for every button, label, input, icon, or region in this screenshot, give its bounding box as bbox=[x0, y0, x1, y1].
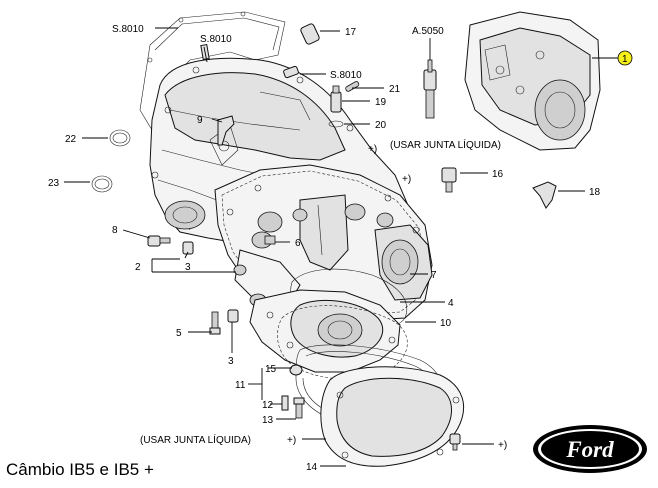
label-4: 4 bbox=[448, 298, 454, 309]
ford-logo-wordmark: Ford bbox=[565, 437, 614, 462]
label-10: 10 bbox=[440, 318, 452, 329]
label-14: 14 bbox=[306, 462, 318, 473]
note-top: (USAR JUNTA LÍQUIDA) bbox=[390, 138, 501, 151]
callout-marker-1 bbox=[617, 50, 633, 66]
label-20: 20 bbox=[375, 120, 387, 131]
label-23: 23 bbox=[48, 178, 60, 189]
end-cover bbox=[320, 366, 465, 467]
label-9: 9 bbox=[197, 115, 203, 126]
part-labels: S.8010 S.8010 S.8010 A.5050 17 21 19 20 … bbox=[48, 24, 628, 473]
label-a5050: A.5050 bbox=[412, 26, 444, 37]
transmission-thumbnail bbox=[464, 11, 601, 151]
label-1: 1 bbox=[622, 54, 628, 65]
label-s8010-b: S.8010 bbox=[200, 34, 232, 45]
plus-a: +) bbox=[368, 144, 377, 155]
ford-logo: Ford bbox=[533, 425, 647, 473]
small-parts bbox=[91, 23, 557, 451]
label-17: 17 bbox=[345, 27, 357, 38]
label-8: 8 bbox=[112, 225, 118, 236]
label-2: 2 bbox=[135, 262, 141, 273]
label-15: 15 bbox=[265, 364, 277, 375]
label-6: 6 bbox=[295, 238, 301, 249]
page-title: Câmbio IB5 e IB5 + bbox=[6, 460, 154, 479]
label-3a: 3 bbox=[185, 262, 191, 273]
label-3b: 3 bbox=[228, 356, 234, 367]
label-22: 22 bbox=[65, 134, 77, 145]
gearbox-case bbox=[214, 164, 433, 321]
label-s8010-c: S.8010 bbox=[330, 70, 362, 81]
plus-d: +) bbox=[498, 440, 507, 451]
leader-lines bbox=[64, 27, 618, 467]
note-bottom: (USAR JUNTA LÍQUIDA) bbox=[140, 433, 251, 446]
label-19: 19 bbox=[375, 97, 387, 108]
label-5: 5 bbox=[176, 328, 182, 339]
plus-b: +) bbox=[402, 174, 411, 185]
plus-c: +) bbox=[287, 435, 296, 446]
label-11: 11 bbox=[235, 380, 246, 391]
label-18: 18 bbox=[589, 187, 601, 198]
rear-housing bbox=[249, 289, 401, 373]
label-16: 16 bbox=[492, 169, 504, 180]
label-21: 21 bbox=[389, 84, 401, 95]
label-12: 12 bbox=[262, 400, 274, 411]
label-s8010-a: S.8010 bbox=[112, 24, 144, 35]
label-13: 13 bbox=[262, 415, 274, 426]
label-7: 7 bbox=[431, 270, 437, 281]
